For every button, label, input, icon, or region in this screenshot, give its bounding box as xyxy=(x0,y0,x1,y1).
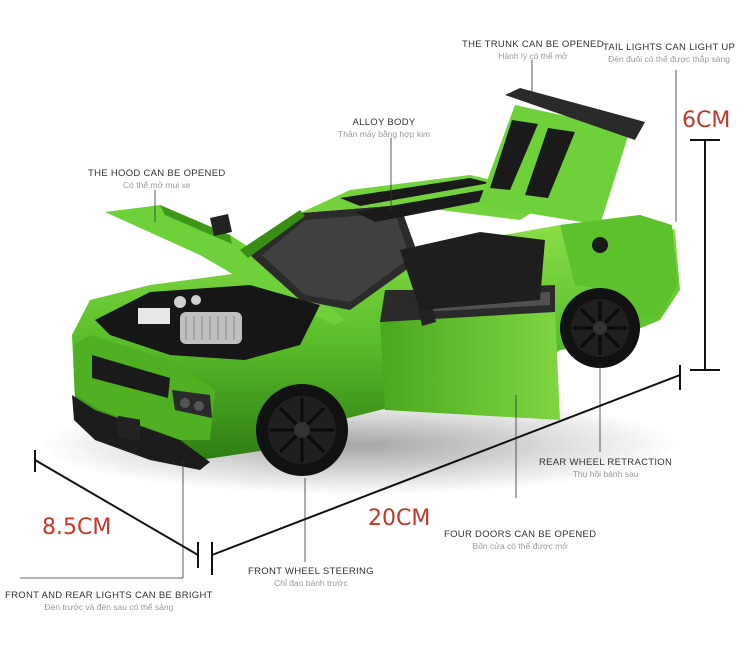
front-wheel xyxy=(256,384,348,476)
callout-lights-title: FRONT AND REAR LIGHTS CAN BE BRIGHT xyxy=(5,590,213,601)
callout-trunk: THE TRUNK CAN BE OPENED Hành lý có thể m… xyxy=(462,39,604,61)
callout-hood-title: THE HOOD CAN BE OPENED xyxy=(88,168,226,179)
engine-block xyxy=(180,312,242,344)
dimension-length: 20CM xyxy=(368,506,431,531)
grille xyxy=(92,355,170,398)
callout-rear-wheel: REAR WHEEL RETRACTION Thu hồi bánh sau xyxy=(539,457,672,479)
callout-trunk-subtitle: Hành lý có thể mở xyxy=(498,51,568,61)
callout-trunk-title: THE TRUNK CAN BE OPENED xyxy=(462,39,604,50)
callout-tail-lights-subtitle: Đèn đuôi có thể được thắp sáng xyxy=(608,54,730,64)
callout-front-wheel-subtitle: Chỉ đạo bánh trước xyxy=(274,578,348,588)
callout-hood-subtitle: Có thể mở mui xe xyxy=(123,180,191,190)
dimension-height: 6CM xyxy=(682,108,731,133)
callout-front-wheel-title: FRONT WHEEL STEERING xyxy=(248,566,374,577)
callout-lights: FRONT AND REAR LIGHTS CAN BE BRIGHT Đèn … xyxy=(5,590,213,612)
callout-four-doors-title: FOUR DOORS CAN BE OPENED xyxy=(444,529,597,540)
fuel-cap xyxy=(592,237,608,253)
rear-quarter xyxy=(560,215,678,320)
callout-rear-wheel-subtitle: Thu hồi bánh sau xyxy=(572,469,639,479)
rear-wheel xyxy=(560,288,640,368)
callout-four-doors-subtitle: Bốn cửa có thể được mở xyxy=(472,541,568,551)
interior xyxy=(400,232,545,310)
callout-alloy-body: ALLOY BODY Thân máy bằng hợp kim xyxy=(338,117,430,139)
callout-hood: THE HOOD CAN BE OPENED Có thể mở mui xe xyxy=(88,168,226,190)
callout-front-wheel: FRONT WHEEL STEERING Chỉ đạo bánh trước xyxy=(248,566,374,588)
callout-tail-lights: TAIL LIGHTS CAN LIGHT UP Đèn đuôi có thể… xyxy=(603,42,735,64)
headlight xyxy=(172,390,212,418)
open-door xyxy=(380,310,560,420)
callout-alloy-body-title: ALLOY BODY xyxy=(352,117,416,128)
callout-four-doors: FOUR DOORS CAN BE OPENED Bốn cửa có thể … xyxy=(444,529,596,551)
dimension-width: 8.5CM xyxy=(42,515,112,540)
front-mirror xyxy=(210,214,232,236)
callout-rear-wheel-title: REAR WHEEL RETRACTION xyxy=(539,457,673,468)
callout-alloy-body-subtitle: Thân máy bằng hợp kim xyxy=(338,129,431,139)
callout-lights-subtitle: Đèn trước và đèn sau có thể sáng xyxy=(44,602,174,612)
callout-tail-lights-title: TAIL LIGHTS CAN LIGHT UP xyxy=(603,42,736,53)
spoiler xyxy=(505,88,645,140)
front-bumper xyxy=(72,395,210,470)
dimension-lines xyxy=(34,139,720,575)
roof-stripe xyxy=(340,178,490,206)
